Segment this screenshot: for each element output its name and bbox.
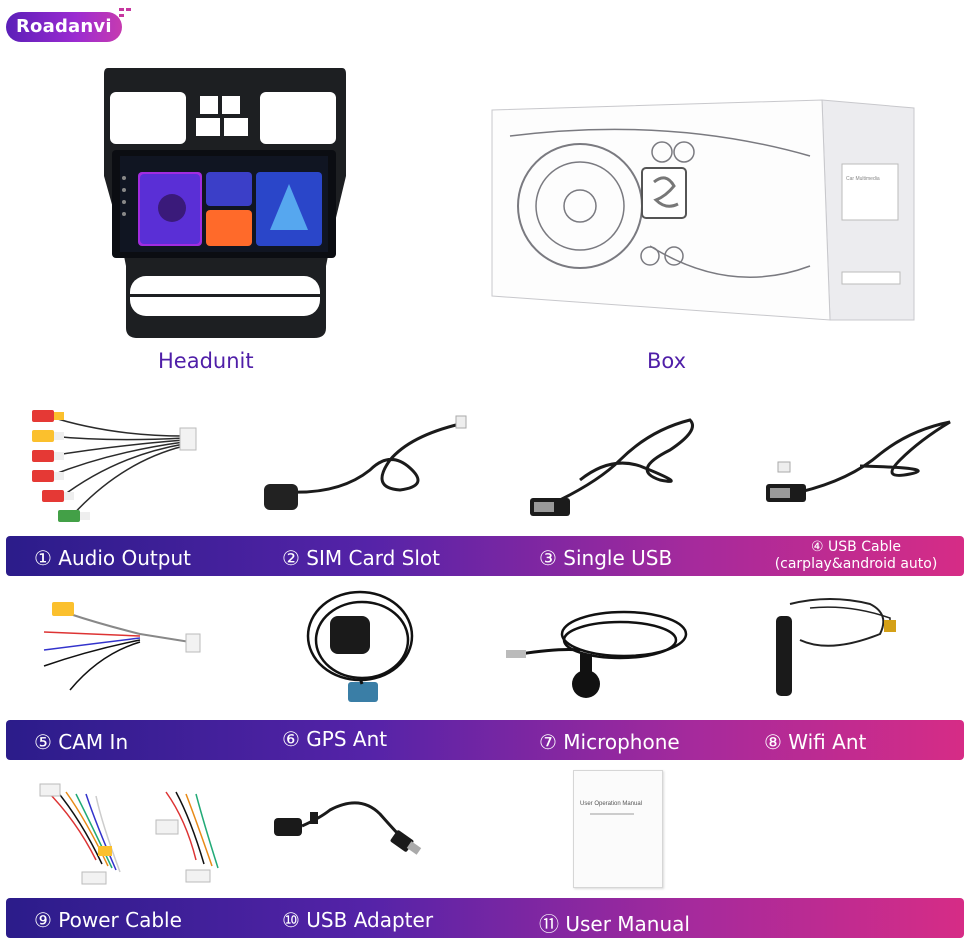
logo-text: Roadanvi bbox=[16, 16, 112, 37]
usb-cable-icon bbox=[530, 418, 694, 516]
item-label-single-usb: ③ Single USB bbox=[539, 546, 673, 570]
camera-input-cable-icon bbox=[43, 602, 201, 691]
usb-adapter-icon bbox=[274, 801, 422, 855]
manual-icon: User Operation Manual bbox=[573, 770, 663, 888]
item-band-1: ① Audio Output ② SIM Card Slot ③ Single … bbox=[6, 536, 964, 576]
item-label-usb-cable-line1: ④ USB Cable bbox=[811, 539, 901, 555]
usb-carplay-cable-icon bbox=[766, 420, 951, 502]
item-label-microphone: ⑦ Microphone bbox=[539, 730, 680, 754]
item-label-audio-output: ① Audio Output bbox=[34, 546, 191, 570]
item-label-wifi-ant: ⑧ Wifi Ant bbox=[764, 730, 867, 754]
item-label-usb-cable: ④ USB Cable (carplay&android auto) bbox=[758, 539, 954, 573]
logo-sparkle-icon bbox=[119, 8, 131, 17]
headunit-image bbox=[104, 68, 346, 338]
logo-pill bbox=[6, 12, 122, 42]
item-label-user-manual: ⑪ User Manual bbox=[539, 912, 690, 936]
item-label-power-cable: ⑨ Power Cable bbox=[34, 908, 182, 932]
item-label-sim-card-slot: ② SIM Card Slot bbox=[282, 546, 440, 570]
headunit-caption: Headunit bbox=[158, 349, 254, 373]
brand-logo: Roadanvi bbox=[6, 6, 131, 42]
box-image: Car Multimedia bbox=[491, 99, 915, 321]
item-label-cam-in: ⑤ CAM In bbox=[34, 730, 129, 754]
item-label-gps-ant: ⑥ GPS Ant bbox=[282, 727, 388, 751]
item-label-usb-cable-line2: (carplay&android auto) bbox=[774, 556, 938, 572]
manual-title: User Operation Manual bbox=[580, 801, 643, 807]
wifi-antenna-icon bbox=[776, 598, 896, 696]
microphone-icon bbox=[506, 610, 688, 698]
svg-text:Car Multimedia: Car Multimedia bbox=[846, 176, 880, 182]
item-band-2: ⑤ CAM In ⑥ GPS Ant ⑦ Microphone ⑧ Wifi A… bbox=[6, 720, 964, 760]
power-harness-icon bbox=[39, 783, 219, 885]
manual-subtitle-line bbox=[590, 813, 634, 815]
sim-slot-cable-icon bbox=[264, 415, 467, 510]
box-caption: Box bbox=[647, 349, 687, 373]
gps-antenna-icon bbox=[306, 590, 414, 702]
rca-harness-icon bbox=[32, 410, 197, 522]
item-band-3: ⑨ Power Cable ⑩ USB Adapter ⑪ User Manua… bbox=[6, 898, 964, 938]
item-label-usb-adapter: ⑩ USB Adapter bbox=[282, 908, 434, 932]
